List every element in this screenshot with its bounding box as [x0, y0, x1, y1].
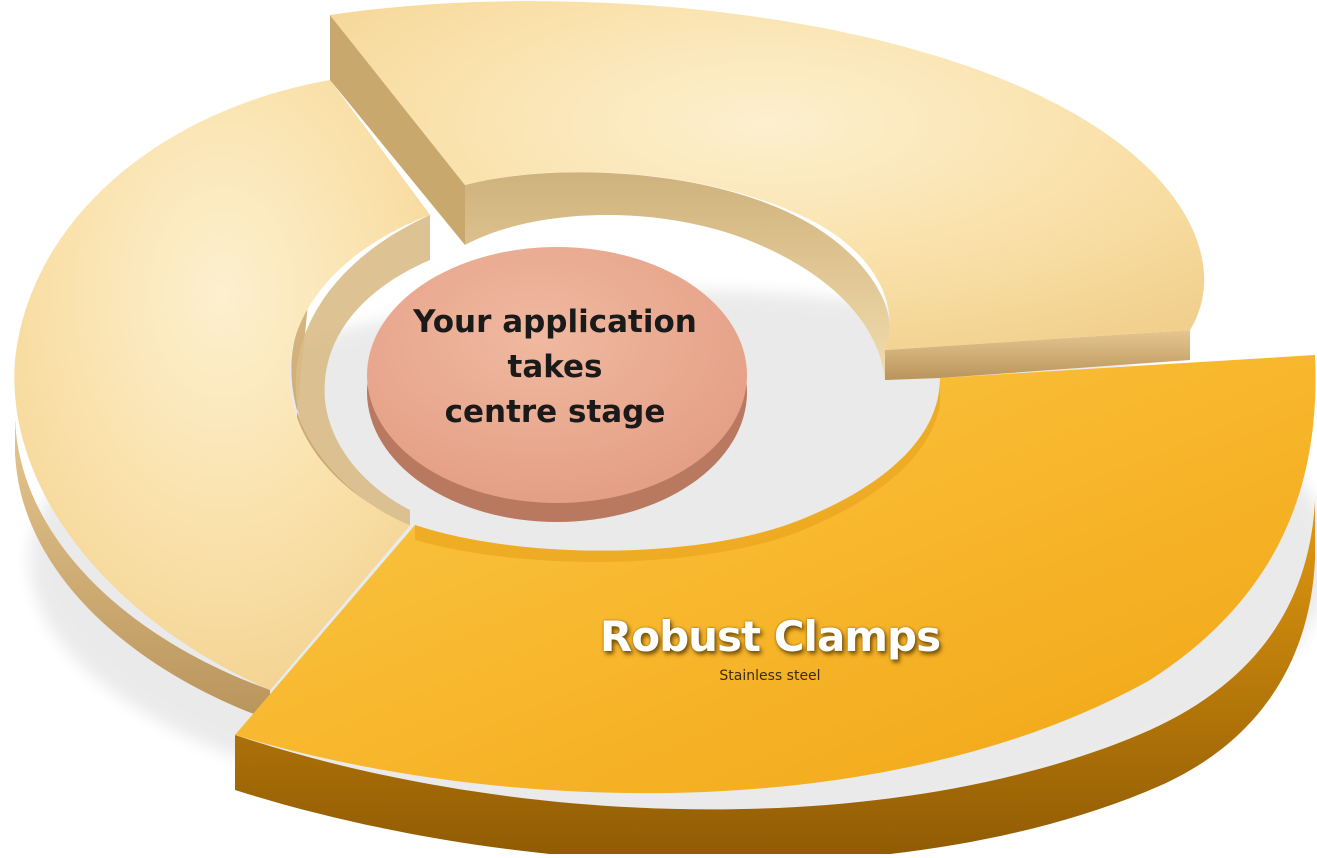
- segment-left: [14, 80, 431, 720]
- center-label-line-2: takes: [507, 349, 603, 385]
- segment-highlighted: [235, 355, 1316, 858]
- segment-title: Robust Clamps: [599, 612, 941, 661]
- segment-top-right: [330, 1, 1205, 380]
- segment-subtitle: Stainless steel: [719, 668, 821, 684]
- center-disc: [367, 247, 747, 522]
- center-label: Your application takes centre stage: [390, 300, 720, 435]
- center-label-line-1: Your application: [413, 304, 697, 340]
- center-label-line-3: centre stage: [444, 394, 666, 430]
